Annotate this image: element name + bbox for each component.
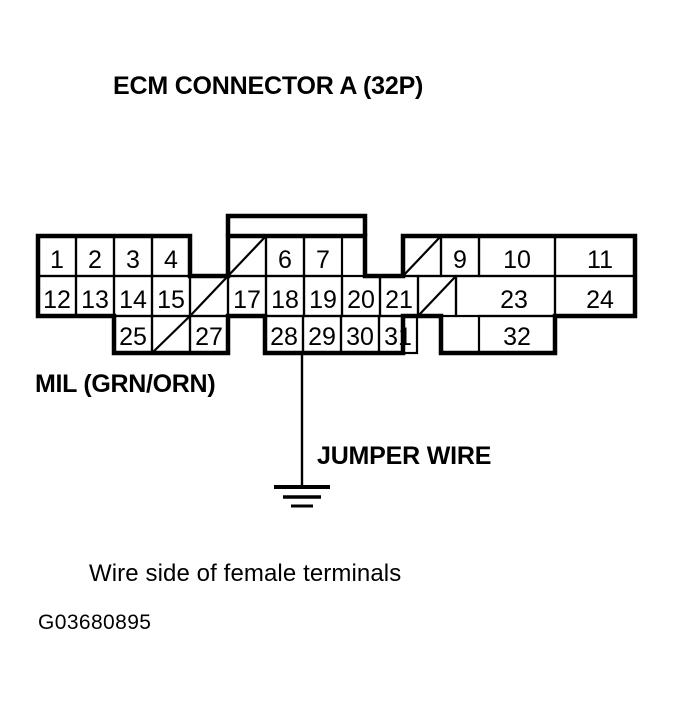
pin-label-28: 28 [270,323,298,351]
pin-label-20: 20 [347,286,375,314]
pin-label-24: 24 [586,286,614,314]
pin-label-10: 10 [503,246,531,274]
pin-label-32: 32 [503,323,531,351]
pin-number-labels-bottom: 25 27 28 29 30 31 32 [119,323,531,351]
figure-id-code: G03680895 [38,611,152,634]
blank-slash-pin-16 [189,275,229,317]
pin-number-labels-middle: 12 13 14 15 17 18 19 20 21 23 24 [43,286,614,314]
connector-row-bottom [112,314,557,355]
connector-top-tab [225,213,368,236]
pin-label-19: 19 [309,286,337,314]
pin-label-21: 21 [385,286,413,314]
page-title: ECM CONNECTOR A (32P) [113,72,424,100]
pin-label-4: 4 [164,246,178,274]
mil-circuit-label: MIL (GRN/ORN) [35,370,216,398]
pin-label-13: 13 [81,286,109,314]
blank-slash-pin-26 [151,315,191,354]
ground-symbol [274,485,330,508]
pin-label-29: 29 [308,323,336,351]
pin-label-12: 12 [43,286,71,314]
pin-label-30: 30 [346,323,374,351]
pin-label-31: 31 [384,323,412,351]
pin-cell-24 [553,274,637,318]
figure-caption: Wire side of female terminals [89,560,402,587]
pin-label-3: 3 [126,246,140,274]
blank-slash-pin-8 [402,235,442,277]
pin-label-6: 6 [278,246,292,274]
pin-label-15: 15 [157,286,185,314]
pin-label-23: 23 [500,286,528,314]
pin-label-1: 1 [50,246,64,274]
pin-label-18: 18 [271,286,299,314]
pin-label-7: 7 [316,246,330,274]
pin-cell-27 [188,314,230,355]
pin-number-labels-top: 1 2 3 4 6 7 9 10 11 [50,246,613,274]
blank-slash-pin-5 [227,235,267,277]
pin-label-25: 25 [119,323,147,351]
pin-label-9: 9 [453,246,467,274]
blank-slash-pin-22 [417,275,457,317]
pin-cell-32 [477,314,557,355]
pin-label-11: 11 [587,246,613,274]
pin-label-27: 27 [195,323,223,351]
pin-label-17: 17 [233,286,261,314]
pin-cell-31 [377,314,419,355]
jumper-wire-label: JUMPER WIRE [317,442,492,470]
pin-label-14: 14 [119,286,147,314]
pin-label-2: 2 [88,246,102,274]
